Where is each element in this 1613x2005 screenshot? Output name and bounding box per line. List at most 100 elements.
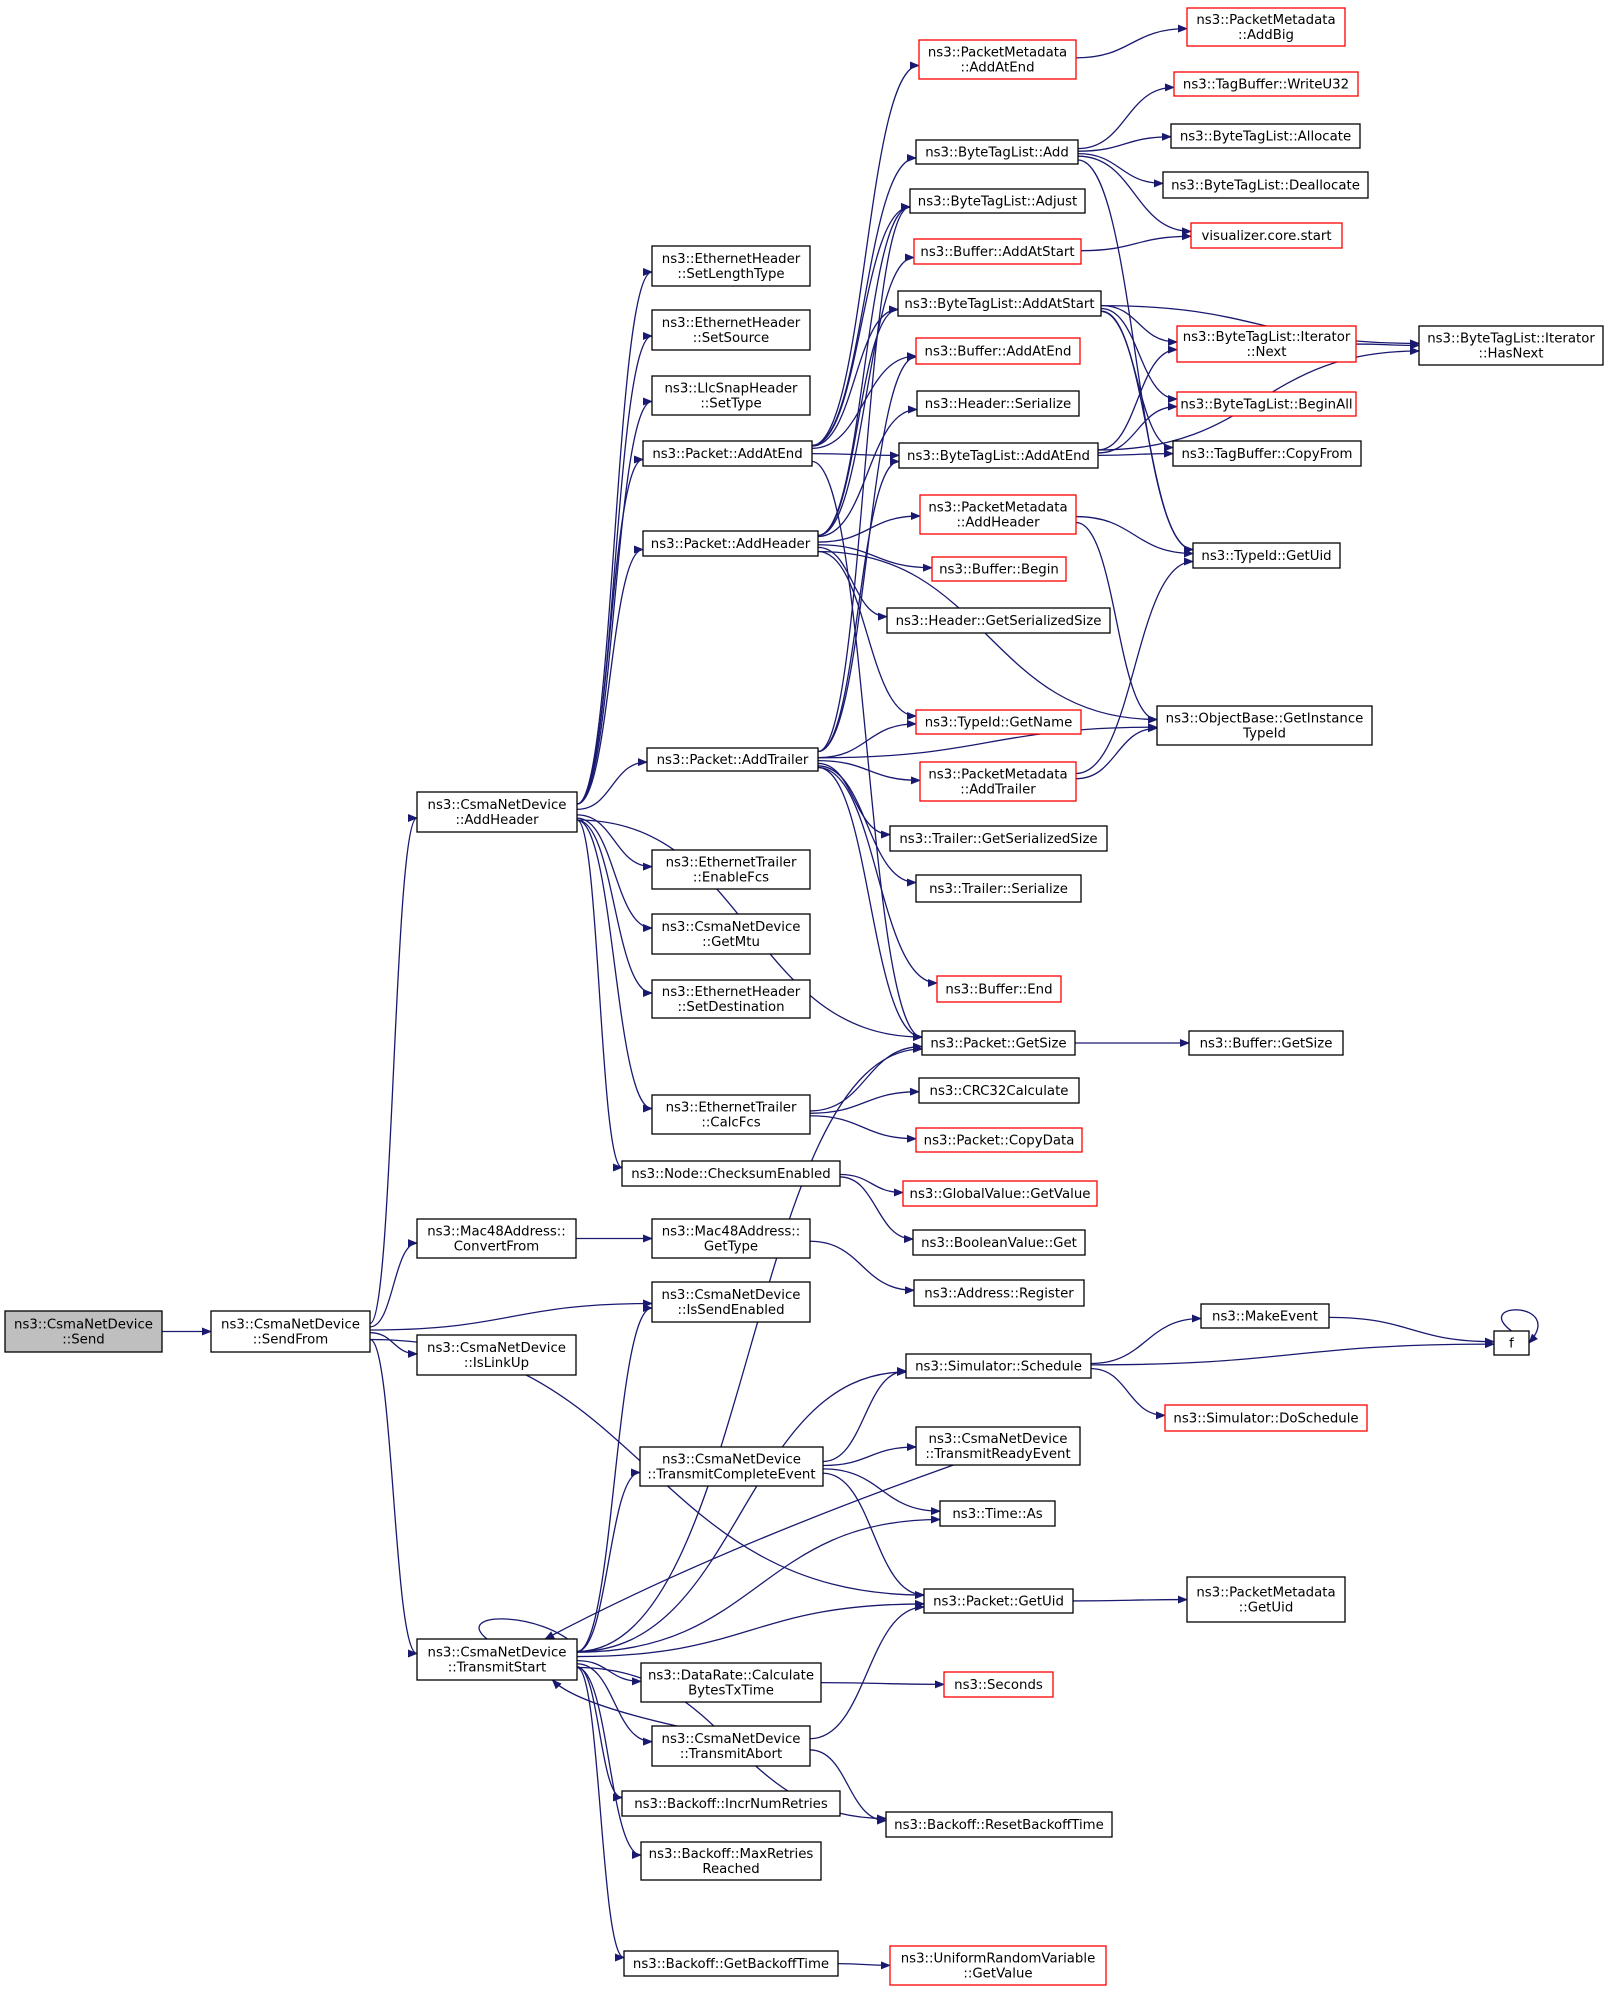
- node-pkt-addheader[interactable]: ns3::Packet::AddHeader: [642, 530, 819, 557]
- node-pkt-getsize[interactable]: ns3::Packet::GetSize: [921, 1030, 1076, 1056]
- node-buf-addatstart[interactable]: ns3::Buffer::AddAtStart: [913, 238, 1082, 265]
- node-label: ns3::Seconds: [954, 1678, 1043, 1693]
- node-tb-copyfrom[interactable]: ns3::TagBuffer::CopyFrom: [1172, 440, 1362, 467]
- node-label: ns3::Packet::AddHeader: [651, 537, 811, 552]
- node-btl-addatend[interactable]: ns3::ByteTagList::AddAtEnd: [898, 442, 1099, 469]
- node-vis-start[interactable]: visualizer.core.start: [1190, 222, 1343, 249]
- node-box: [416, 791, 578, 833]
- node-ethtr-enablefcs[interactable]: ns3::EthernetTrailer::EnableFcs: [651, 849, 811, 890]
- node-llc-settype[interactable]: ns3::LlcSnapHeader::SetType: [651, 375, 811, 416]
- node-box: [905, 1353, 1092, 1379]
- node-box: [918, 1077, 1080, 1104]
- node-f[interactable]: f: [1493, 1330, 1530, 1356]
- node-box: [915, 139, 1079, 165]
- node-makeevent[interactable]: ns3::MakeEvent: [1200, 1303, 1330, 1329]
- node-bool-get[interactable]: ns3::BooleanValue::Get: [912, 1229, 1086, 1256]
- node-buf-end[interactable]: ns3::Buffer::End: [936, 975, 1062, 1003]
- node-sim-schedule[interactable]: ns3::Simulator::Schedule: [905, 1353, 1092, 1379]
- node-label: ns3::Time::As: [952, 1507, 1042, 1522]
- node-hdr-getsersize[interactable]: ns3::Header::GetSerializedSize: [886, 607, 1111, 634]
- node-buf-begin[interactable]: ns3::Buffer::Begin: [931, 556, 1067, 582]
- node-label: ns3::EthernetHeader: [662, 316, 801, 331]
- edge-pkt-addheader-to-buf-begin: [817, 544, 933, 572]
- node-sim-doschedule[interactable]: ns3::Simulator::DoSchedule: [1164, 1404, 1368, 1432]
- node-bo-incr[interactable]: ns3::Backoff::IncrNumRetries: [621, 1790, 841, 1817]
- node-btl-allocate[interactable]: ns3::ByteTagList::Allocate: [1170, 123, 1361, 149]
- node-csma-txready[interactable]: ns3::CsmaNetDevice::TransmitReadyEvent: [915, 1426, 1081, 1466]
- edge-csma-txabort-to-bo-reset: [809, 1749, 887, 1825]
- edge-btl-add-to-vis-start: [1077, 155, 1192, 236]
- node-typeid-getname[interactable]: ns3::TypeId::GetName: [915, 709, 1082, 735]
- node-pkt-copydata[interactable]: ns3::Packet::CopyData: [915, 1127, 1083, 1153]
- node-label: ::AddHeader: [455, 813, 539, 828]
- node-bo-getbackoff[interactable]: ns3::Backoff::GetBackoffTime: [623, 1950, 839, 1977]
- edge-btl-add-to-tb-writeu32: [1077, 83, 1175, 150]
- node-eth-setdest[interactable]: ns3::EthernetHeader::SetDestination: [651, 979, 811, 1019]
- edge-btl-addatend-to-btl-iter-next: [1097, 345, 1178, 451]
- node-label: ns3::Buffer::GetSize: [1200, 1037, 1333, 1052]
- node-pkt-addtrailer[interactable]: ns3::Packet::AddTrailer: [646, 747, 819, 772]
- node-tr-getsersize[interactable]: ns3::Trailer::GetSerializedSize: [889, 825, 1108, 852]
- node-pm-getuid[interactable]: ns3::PacketMetadata::GetUid: [1186, 1576, 1346, 1623]
- node-btl-iter-hasnext[interactable]: ns3::ByteTagList::Iterator::HasNext: [1418, 325, 1604, 366]
- node-box: [1418, 325, 1604, 366]
- edge-transmitstart-to-csma-txabort: [576, 1663, 653, 1746]
- edge-pkt-addheader-to-hdr-serialize: [817, 405, 918, 538]
- node-buf-getsize[interactable]: ns3::Buffer::GetSize: [1188, 1030, 1344, 1056]
- node-time-as[interactable]: ns3::Time::As: [939, 1500, 1056, 1527]
- edge-dr-calcbytes-to-seconds: [820, 1680, 945, 1689]
- node-seconds[interactable]: ns3::Seconds: [943, 1671, 1054, 1698]
- node-addheader[interactable]: ns3::CsmaNetDevice::AddHeader: [416, 791, 578, 833]
- node-tr-serialize[interactable]: ns3::Trailer::Serialize: [915, 874, 1082, 903]
- edge-btl-addatstart-to-btl-beginall: [1100, 307, 1178, 403]
- node-btl-addatstart[interactable]: ns3::ByteTagList::AddAtStart: [897, 290, 1102, 317]
- node-bo-reset[interactable]: ns3::Backoff::ResetBackoffTime: [885, 1811, 1113, 1838]
- node-urv-getvalue[interactable]: ns3::UniformRandomVariable::GetValue: [889, 1945, 1107, 1986]
- node-pkt-addatend[interactable]: ns3::Packet::AddAtEnd: [642, 440, 813, 467]
- node-tb-writeu32[interactable]: ns3::TagBuffer::WriteU32: [1173, 71, 1359, 97]
- node-csma-txabort[interactable]: ns3::CsmaNetDevice::TransmitAbort: [651, 1725, 811, 1767]
- node-label: ns3::CsmaNetDevice: [662, 920, 801, 935]
- node-csma-getmtu[interactable]: ns3::CsmaNetDevice::GetMtu: [651, 913, 811, 955]
- node-pkt-getuid[interactable]: ns3::Packet::GetUid: [923, 1588, 1074, 1614]
- node-pm-addatend[interactable]: ns3::PacketMetadata::AddAtEnd: [918, 39, 1077, 80]
- node-box: [936, 975, 1062, 1003]
- node-label: ::IsLinkUp: [464, 1356, 529, 1371]
- node-hdr-serialize[interactable]: ns3::Header::Serialize: [916, 390, 1080, 417]
- node-box: [915, 337, 1081, 365]
- node-convertfrom[interactable]: ns3::Mac48Address::ConvertFrom: [416, 1218, 577, 1259]
- node-eth-setlengthtype[interactable]: ns3::EthernetHeader::SetLengthType: [651, 245, 811, 287]
- node-btl-iter-next[interactable]: ns3::ByteTagList::Iterator::Next: [1176, 325, 1357, 363]
- node-node-checksum[interactable]: ns3::Node::ChecksumEnabled: [621, 1160, 841, 1187]
- node-csma-txcomplete[interactable]: ns3::CsmaNetDevice::TransmitCompleteEven…: [639, 1446, 824, 1487]
- node-label: visualizer.core.start: [1201, 229, 1331, 244]
- node-transmitstart[interactable]: ns3::CsmaNetDevice::TransmitStart: [416, 1638, 578, 1681]
- node-pm-addheader[interactable]: ns3::PacketMetadata::AddHeader: [919, 494, 1077, 535]
- node-crc32[interactable]: ns3::CRC32Calculate: [918, 1077, 1080, 1104]
- node-pm-addtrailer[interactable]: ns3::PacketMetadata::AddTrailer: [919, 761, 1077, 802]
- node-buf-addatend[interactable]: ns3::Buffer::AddAtEnd: [915, 337, 1081, 365]
- node-sendfrom[interactable]: ns3::CsmaNetDevice::SendFrom: [210, 1310, 371, 1353]
- node-btl-adjust[interactable]: ns3::ByteTagList::Adjust: [909, 188, 1086, 214]
- node-pm-addbig[interactable]: ns3::PacketMetadata::AddBig: [1186, 7, 1346, 47]
- node-btl-beginall[interactable]: ns3::ByteTagList::BeginAll: [1176, 391, 1357, 417]
- node-typeid-getuid[interactable]: ns3::TypeId::GetUid: [1192, 542, 1341, 569]
- edge-pkt-addtrailer-to-tr-getsersize: [817, 762, 891, 839]
- node-send[interactable]: ns3::CsmaNetDevice::Send: [4, 1310, 163, 1353]
- edge-pm-addtrailer-to-objbase-getinst: [1075, 724, 1158, 780]
- node-issendenabled[interactable]: ns3::CsmaNetDevice::IsSendEnabled: [651, 1281, 811, 1323]
- node-label: ns3::CsmaNetDevice: [221, 1318, 360, 1333]
- node-addr-register[interactable]: ns3::Address::Register: [913, 1279, 1085, 1307]
- node-gv-getvalue[interactable]: ns3::GlobalValue::GetValue: [902, 1180, 1098, 1207]
- node-btl-add[interactable]: ns3::ByteTagList::Add: [915, 139, 1079, 165]
- node-islinkup[interactable]: ns3::CsmaNetDevice::IsLinkUp: [416, 1334, 577, 1376]
- node-label: ns3::Simulator::Schedule: [915, 1360, 1082, 1375]
- node-box: [640, 1841, 822, 1881]
- node-btl-deallocate[interactable]: ns3::ByteTagList::Deallocate: [1162, 171, 1369, 199]
- node-ethtr-calcfcs[interactable]: ns3::EthernetTrailer::CalcFcs: [651, 1094, 811, 1135]
- node-mac48-gettype[interactable]: ns3::Mac48Address::GetType: [651, 1218, 811, 1259]
- node-eth-setsource[interactable]: ns3::EthernetHeader::SetSource: [651, 309, 811, 351]
